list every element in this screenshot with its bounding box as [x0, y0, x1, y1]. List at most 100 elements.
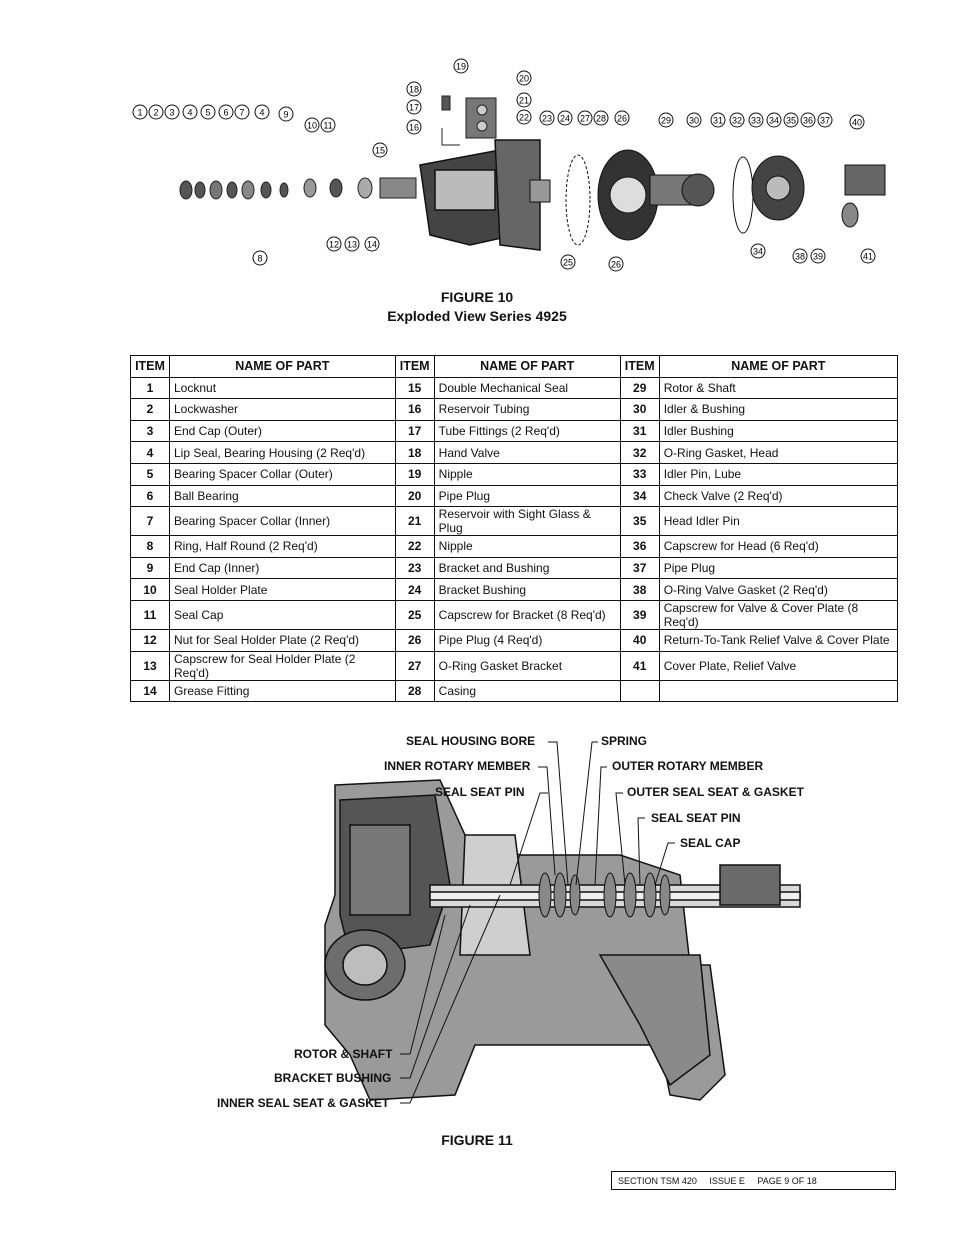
leader-lines — [400, 741, 675, 1104]
callout-number: 16 — [409, 123, 419, 133]
label-inner-seal-seat-gasket: INNER SEAL SEAT & GASKET — [217, 1096, 390, 1110]
item-number-cell: 37 — [619, 556, 660, 580]
callout-number: 31 — [713, 116, 723, 126]
callout-number: 25 — [563, 258, 573, 268]
small-parts-left — [179, 177, 417, 200]
callout-number: 3 — [169, 108, 174, 118]
item-number-cell: 41 — [619, 650, 660, 681]
callout-circle — [710, 112, 726, 128]
part-name-cell: O-Ring Gasket, Head — [658, 441, 899, 464]
callout-circle — [364, 236, 380, 252]
callout-circle — [344, 236, 360, 252]
label-seal-cap: SEAL CAP — [680, 836, 741, 850]
callout-number: 10 — [307, 121, 317, 131]
callout-circle — [849, 114, 865, 130]
page-footer: SECTION TSM 420 ISSUE E PAGE 9 OF 18 — [611, 1171, 896, 1190]
callout-circle — [860, 248, 876, 264]
label-seal-housing-bore: SEAL HOUSING BORE — [406, 734, 536, 748]
callout-circle — [792, 248, 808, 264]
figure-11-title: FIGURE 11 — [441, 1132, 513, 1148]
part-name-cell: Reservoir with Sight Glass & Plug — [433, 506, 621, 537]
callout-number: 41 — [863, 252, 873, 262]
callout-circle — [453, 58, 469, 74]
part-name-cell: Capscrew for Valve & Cover Plate (8 Req'… — [658, 599, 899, 630]
part-name-cell: Seal Holder Plate — [169, 578, 396, 601]
callout-circle — [557, 110, 573, 126]
item-number-cell: 13 — [130, 650, 170, 681]
item-number-cell: 26 — [394, 628, 435, 652]
callout-circle — [234, 104, 250, 120]
part-name-cell: Pipe Plug — [658, 556, 899, 580]
part-name-cell: Locknut — [169, 376, 396, 400]
callout-circle — [182, 104, 198, 120]
item-number-cell: 21 — [394, 506, 435, 537]
part-name-cell: End Cap (Inner) — [169, 556, 396, 580]
callout-circle — [516, 70, 532, 86]
item-number-cell: 22 — [394, 535, 435, 558]
callout-number: 34 — [769, 116, 779, 126]
callout-number: 26 — [617, 114, 627, 124]
item-number-cell: 38 — [619, 578, 660, 601]
parts-table: ITEM NAME OF PART ITEM NAME OF PART ITEM… — [130, 355, 899, 703]
item-number-cell: 29 — [619, 376, 660, 400]
item-number-cell: 25 — [394, 599, 435, 630]
callout-number: 36 — [803, 116, 813, 126]
callout-number: 9 — [283, 110, 288, 120]
callout-number: 13 — [347, 240, 357, 250]
callout-circle — [686, 112, 702, 128]
item-number-cell: 33 — [619, 462, 660, 486]
item-number-cell: 7 — [130, 506, 170, 537]
middle-parts — [529, 149, 886, 246]
item-number-cell: 15 — [394, 376, 435, 400]
item-number-cell: 5 — [130, 462, 170, 486]
part-name-cell: Idler & Bushing — [658, 398, 899, 421]
callout-number: 11 — [323, 121, 332, 131]
part-name-cell: Nipple — [433, 462, 621, 486]
callout-number: 35 — [786, 116, 796, 126]
part-name-cell: Capscrew for Bracket (8 Req'd) — [433, 599, 621, 630]
callout-circle — [729, 112, 745, 128]
column-header-item: ITEM — [130, 355, 170, 378]
callout-circle — [577, 110, 593, 126]
bracket-housing-drawing — [419, 139, 541, 251]
callout-circle — [164, 104, 180, 120]
part-name-cell: Seal Cap — [169, 599, 396, 630]
part-name-cell: Bracket and Bushing — [433, 556, 621, 580]
callout-number: 39 — [813, 252, 823, 262]
item-number-cell: 34 — [619, 484, 660, 508]
label-rotor-shaft: ROTOR & SHAFT — [294, 1047, 393, 1061]
part-name-cell: Double Mechanical Seal — [433, 376, 621, 400]
item-number-cell: 1 — [130, 376, 170, 400]
part-name-cell: Bearing Spacer Collar (Outer) — [169, 462, 396, 486]
callout-circle — [406, 119, 422, 135]
callout-circle — [614, 110, 630, 126]
callout-number: 18 — [409, 85, 419, 95]
callout-circle — [406, 99, 422, 115]
callout-circle — [539, 110, 555, 126]
item-number-cell: 40 — [619, 628, 660, 652]
callout-number: 21 — [519, 96, 529, 106]
part-name-cell: Idler Bushing — [658, 419, 899, 443]
item-number-cell: 35 — [619, 506, 660, 537]
parts-table-header-row: ITEM NAME OF PART ITEM NAME OF PART ITEM… — [130, 355, 899, 378]
callout-circle — [516, 92, 532, 108]
part-name-cell: Tube Fittings (2 Req'd) — [433, 419, 621, 443]
footer-section: SECTION TSM 420 — [618, 1176, 697, 1186]
part-name-cell: Pipe Plug (4 Req'd) — [433, 628, 621, 652]
callout-circle — [320, 117, 336, 133]
label-spring: SPRING — [601, 734, 648, 748]
part-name-cell: Pipe Plug — [433, 484, 621, 508]
part-name-cell: Reservoir Tubing — [433, 398, 621, 421]
item-number-cell: 31 — [619, 419, 660, 443]
part-name-cell: Lip Seal, Bearing Housing (2 Req'd) — [169, 441, 396, 464]
item-number-cell: 28 — [394, 679, 435, 703]
item-number-cell: 3 — [130, 419, 170, 443]
part-name-cell: O-Ring Gasket Bracket — [433, 650, 621, 681]
